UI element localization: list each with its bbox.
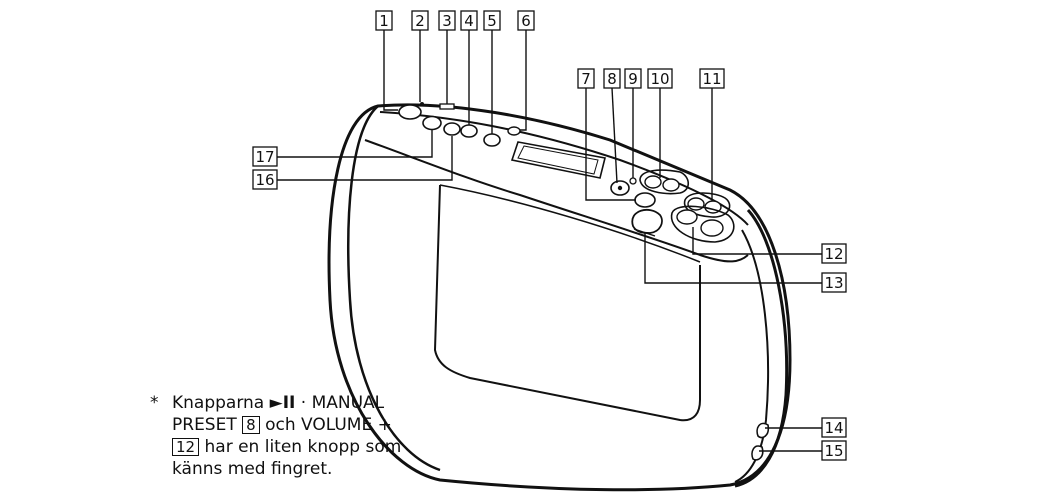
jack-14 <box>756 422 770 439</box>
button-4[interactable] <box>460 124 478 138</box>
callout-6: 6 <box>521 12 531 30</box>
button-7[interactable] <box>634 192 656 208</box>
callout-1: 1 <box>379 12 389 30</box>
callout-lines <box>277 30 822 452</box>
footnote-line-3-end: har en liten knopp som <box>199 437 402 457</box>
dial-13[interactable] <box>631 208 663 234</box>
switch-3[interactable] <box>439 103 455 110</box>
callout-11: 11 <box>702 70 721 88</box>
footnote-line-2-end: och VOLUME + <box>259 415 392 435</box>
play-pause-symbol: ►II <box>269 393 296 413</box>
radio-body <box>327 102 792 492</box>
button-10a[interactable] <box>644 175 662 189</box>
callout-9: 9 <box>628 70 638 88</box>
ref-12: 12 <box>172 438 200 456</box>
footnote: * Knapparna ►II · MANUAL PRESET 8 och VO… <box>150 392 450 480</box>
button-17[interactable] <box>422 115 442 131</box>
callout-8: 8 <box>607 70 617 88</box>
button-6[interactable] <box>507 126 521 136</box>
footnote-line-2: PRESET 8 och VOLUME + <box>172 414 450 436</box>
callout-14: 14 <box>824 419 843 437</box>
button-11a[interactable] <box>687 197 705 211</box>
callout-2: 2 <box>415 12 425 30</box>
callout-13: 13 <box>824 274 843 292</box>
callout-17: 17 <box>255 148 274 166</box>
callout-10: 10 <box>650 70 669 88</box>
button-12a[interactable] <box>676 209 698 225</box>
footnote-line-3: 12 har en liten knopp som <box>172 436 450 458</box>
footnote-asterisk: * <box>150 393 159 413</box>
callout-16: 16 <box>255 171 274 189</box>
footnote-line-1-end: · MANUAL <box>295 393 385 413</box>
callout-boxes: 1 2 3 4 5 6 7 8 9 10 11 12 13 14 15 16 1… <box>252 10 847 461</box>
button-12b[interactable] <box>700 219 724 237</box>
button-1[interactable] <box>398 104 422 120</box>
callout-5: 5 <box>487 12 497 30</box>
button-5[interactable] <box>483 133 501 147</box>
button-16[interactable] <box>443 122 461 136</box>
footnote-line-2-start: PRESET <box>172 415 243 435</box>
indicator-9 <box>629 177 637 185</box>
footnote-text: Knapparna ►II · MANUAL PRESET 8 och VOLU… <box>172 392 450 480</box>
button-10b[interactable] <box>662 178 680 192</box>
indicator-2 <box>420 102 424 106</box>
jack-15 <box>751 445 764 461</box>
callout-12: 12 <box>824 245 843 263</box>
footnote-line-1: Knapparna ►II · MANUAL <box>172 392 450 414</box>
callout-7: 7 <box>581 70 591 88</box>
callout-15: 15 <box>824 442 843 460</box>
callout-4: 4 <box>464 12 474 30</box>
callout-3: 3 <box>442 12 452 30</box>
footnote-line-1-start: Knapparna <box>172 393 270 413</box>
ref-8: 8 <box>242 416 260 434</box>
button-8-knob <box>617 185 623 191</box>
footnote-line-4: känns med fingret. <box>172 459 333 479</box>
